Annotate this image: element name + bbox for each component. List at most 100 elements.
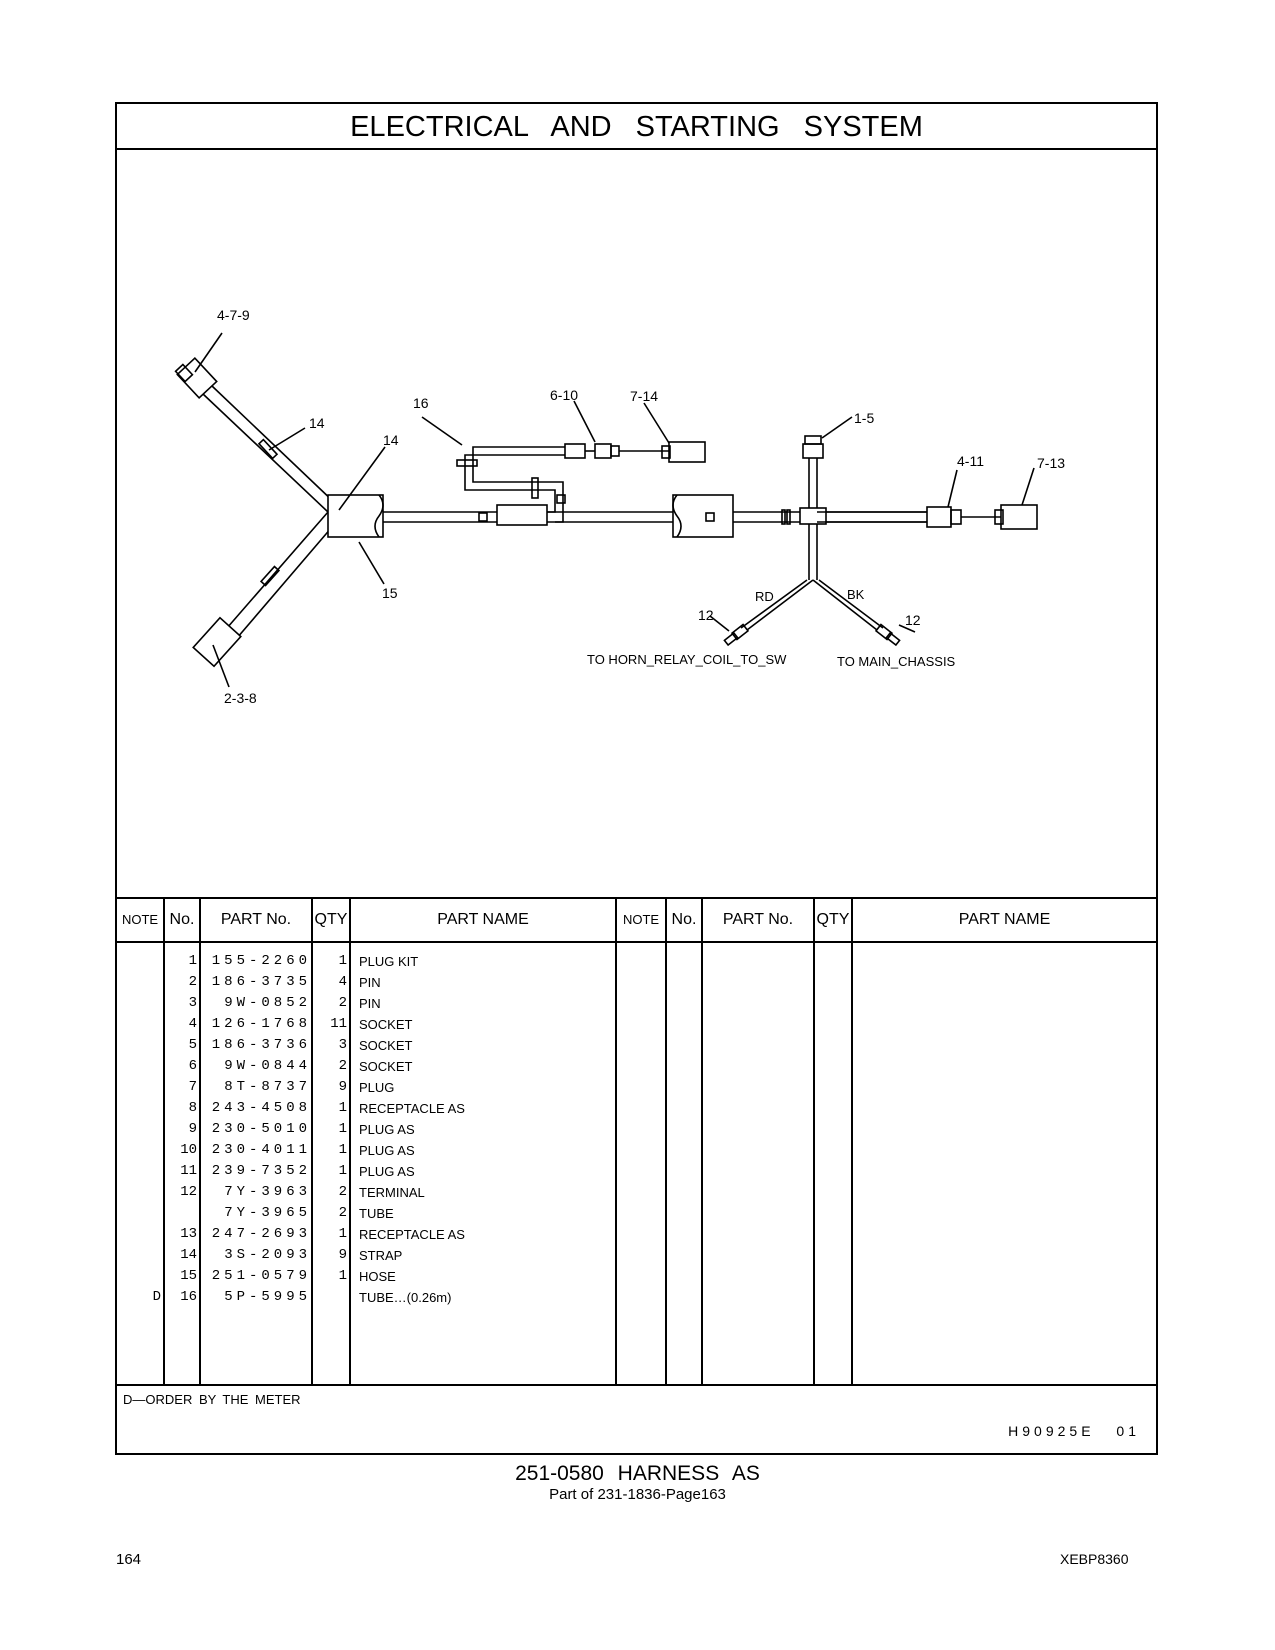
qty-cell: 11 [330, 1016, 347, 1032]
caption-title: 251-0580 HARNESS AS [515, 1462, 760, 1485]
to-main-label: TO MAIN_CHASSIS [837, 654, 956, 669]
part-name-cell: PIN [359, 975, 381, 990]
col-divider [199, 897, 201, 1384]
wire-label-bk: BK [847, 587, 865, 602]
no-cell: 7 [188, 1079, 197, 1095]
qty-cell: 2 [338, 995, 347, 1011]
wire-label-rd: RD [755, 589, 774, 604]
table-row: 7 8T-8737 9 PLUG [117, 1077, 717, 1098]
qty-cell: 2 [338, 1205, 347, 1221]
header-no: No. [169, 911, 195, 928]
no-cell: 3 [188, 995, 197, 1011]
qty-cell: 2 [338, 1058, 347, 1074]
qty-cell: 1 [338, 953, 347, 969]
part-name-cell: PIN [359, 996, 381, 1011]
part-no-cell: 9W-0844 [224, 1058, 311, 1074]
qty-cell: 1 [338, 1226, 347, 1242]
part-name-cell: PLUG AS [359, 1164, 415, 1179]
no-cell: 2 [188, 974, 197, 990]
callout-7-13: 7-13 [1037, 455, 1065, 471]
col-divider [311, 897, 313, 1384]
header-part-no: PART No. [220, 911, 292, 928]
col-divider [615, 897, 617, 1384]
no-cell: 1 [188, 953, 197, 969]
header-note-2: NOTE [622, 912, 660, 927]
part-name-cell: SOCKET [359, 1059, 413, 1074]
header-part-no-2: PART No. [722, 911, 794, 928]
no-cell: 14 [180, 1247, 197, 1263]
no-cell: 10 [180, 1142, 197, 1158]
part-no-cell: 7Y-3963 [224, 1184, 311, 1200]
callout-12-a: 12 [698, 607, 714, 623]
col-divider [163, 897, 165, 1384]
part-name-cell: RECEPTACLE AS [359, 1227, 465, 1242]
part-name-cell: PLUG KIT [359, 954, 419, 969]
drawing-code: H90925E 01 [1008, 1423, 1140, 1439]
part-no-cell: 230-4011 [211, 1142, 311, 1158]
no-cell: 12 [180, 1184, 197, 1200]
caption-subtitle: Part of 231-1836-Page163 [549, 1486, 726, 1503]
col-divider [665, 897, 667, 1384]
callout-6-10: 6-10 [550, 387, 578, 403]
part-no-cell: 155-2260 [211, 953, 311, 969]
callout-4-7-9: 4-7-9 [217, 307, 250, 323]
part-no-cell: 5P-5995 [224, 1289, 311, 1305]
caption: 251-0580 HARNESS AS Part of 231-1836-Pag… [0, 1462, 1275, 1503]
qty-cell: 1 [338, 1121, 347, 1137]
part-no-cell: 230-5010 [211, 1121, 311, 1137]
col-divider [851, 897, 853, 1384]
qty-cell: 1 [338, 1268, 347, 1284]
part-name-cell: RECEPTACLE AS [359, 1101, 465, 1116]
no-cell: 4 [188, 1016, 197, 1032]
footnote: D—ORDER BY THE METER [123, 1392, 301, 1407]
callout-14-b: 14 [383, 432, 399, 448]
col-divider [813, 897, 815, 1384]
page-title: ELECTRICAL AND STARTING SYSTEM [117, 104, 1156, 150]
header-note: NOTE [121, 912, 159, 927]
part-name-cell: PLUG AS [359, 1143, 415, 1158]
qty-cell: 3 [338, 1037, 347, 1053]
callout-12-b: 12 [905, 612, 921, 628]
no-cell: 11 [180, 1163, 197, 1179]
col-divider [701, 897, 703, 1384]
part-name-cell: HOSE [359, 1269, 396, 1284]
qty-cell: 4 [338, 974, 347, 990]
header-qty-2: QTY [816, 911, 850, 928]
part-name-cell: PLUG [359, 1080, 395, 1095]
header-qty: QTY [314, 911, 348, 928]
no-cell: 13 [180, 1226, 197, 1242]
part-no-cell: 8T-8737 [224, 1079, 311, 1095]
part-name-cell: PLUG AS [359, 1122, 415, 1137]
callout-4-11: 4-11 [957, 453, 984, 469]
part-no-cell: 3S-2093 [224, 1247, 311, 1263]
part-name-cell: TUBE [359, 1206, 394, 1221]
table-row: 1 155-2260 1 PLUG KIT [117, 951, 717, 972]
part-no-cell: 243-4508 [211, 1100, 311, 1116]
part-name-cell: TERMINAL [359, 1185, 425, 1200]
callout-2-3-8: 2-3-8 [224, 690, 257, 706]
header-no-2: No. [671, 911, 697, 928]
qty-cell: 9 [338, 1247, 347, 1263]
no-cell: 16 [180, 1289, 197, 1305]
no-cell: 15 [180, 1268, 197, 1284]
part-name-cell: SOCKET [359, 1017, 413, 1032]
table-row: 6 9W-0844 2 SOCKET [117, 1056, 717, 1077]
callout-7-14: 7-14 [630, 388, 658, 404]
part-name-cell: TUBE…(0.26m) [359, 1290, 452, 1305]
qty-cell: 9 [338, 1079, 347, 1095]
no-cell: 6 [188, 1058, 197, 1074]
page-number: 164 [116, 1551, 142, 1568]
no-cell: 8 [188, 1100, 197, 1116]
document-id: XEBP8360 [1060, 1551, 1129, 1567]
table-header: NOTE No. PART No. QTY PART NAME NOTE No.… [117, 897, 1156, 943]
to-horn-label: TO HORN_RELAY_COIL_TO_SW [587, 652, 787, 667]
